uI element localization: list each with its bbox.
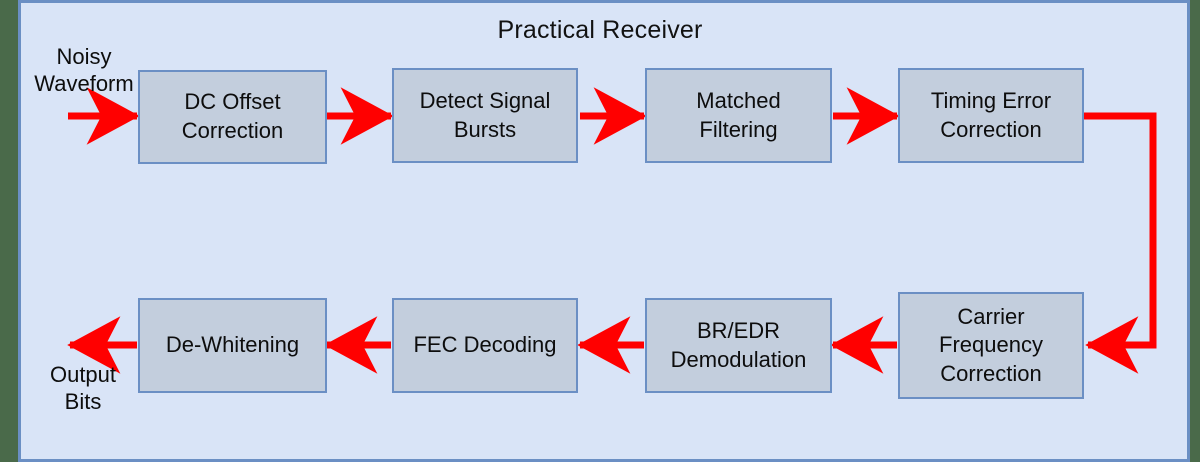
block-dc-offset-correction[interactable]: DC Offset Correction — [138, 70, 327, 164]
output-label-output-bits: Output Bits — [22, 362, 144, 416]
output-label-line: Bits — [64, 388, 102, 414]
block-line: Correction — [940, 360, 1042, 386]
block-line: Detect Signal — [419, 87, 551, 113]
block-line: Bursts — [453, 116, 517, 142]
block-matched-filtering[interactable]: Matched Filtering — [645, 68, 832, 163]
input-label-line: Waveform — [34, 70, 134, 96]
panel-top-border — [18, 0, 1190, 3]
block-de-whitening[interactable]: De-Whitening — [138, 298, 327, 393]
input-label-line: Noisy — [56, 44, 112, 69]
block-line: Correction — [181, 118, 284, 143]
block-detect-signal-bursts[interactable]: Detect Signal Bursts — [392, 68, 578, 163]
block-timing-error-correction[interactable]: Timing Error Correction — [898, 68, 1084, 163]
panel-bottom-border — [18, 459, 1190, 462]
diagram-title: Practical Receiver — [497, 16, 703, 44]
block-line: BR/EDR — [696, 317, 781, 343]
block-line: Timing Error — [930, 87, 1052, 113]
block-line: De-Whitening — [165, 332, 300, 358]
block-line: Frequency — [939, 332, 1043, 358]
output-label-line: Output — [49, 362, 117, 387]
block-carrier-frequency-correction[interactable]: Carrier Frequency Correction — [898, 292, 1084, 399]
block-line: Carrier — [957, 303, 1025, 329]
block-br-edr-demodulation[interactable]: BR/EDR Demodulation — [645, 298, 832, 393]
block-line: Demodulation — [670, 346, 807, 372]
block-line: FEC Decoding — [413, 332, 557, 358]
input-label-noisy-waveform: Noisy Waveform — [20, 44, 148, 98]
block-line: Correction — [940, 116, 1042, 142]
block-line: Matched — [696, 87, 781, 113]
block-line: DC Offset — [184, 89, 281, 115]
block-line: Filtering — [699, 116, 778, 142]
block-fec-decoding[interactable]: FEC Decoding — [392, 298, 578, 393]
